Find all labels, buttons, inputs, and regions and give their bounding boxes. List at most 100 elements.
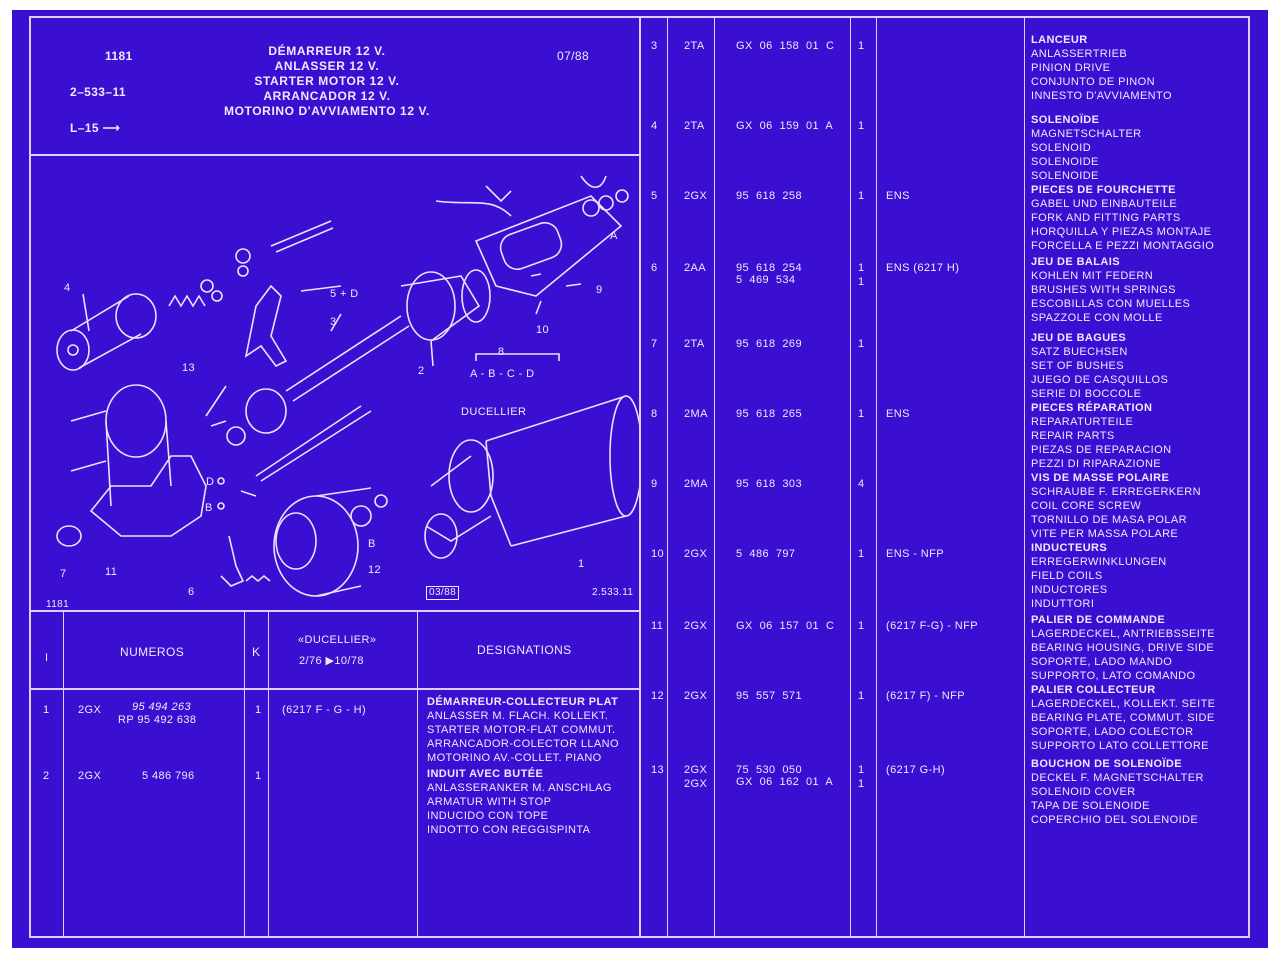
designation-fr: JEU DE BALAIS <box>1031 256 1120 268</box>
designation-it: COPERCHIO DEL SOLENOIDE <box>1031 813 1199 826</box>
title-en: STARTER MOTOR 12 V. <box>254 74 400 88</box>
designation-de: REPARATURTEILE <box>1031 415 1134 428</box>
designation-fr: PALIER COLLECTEUR <box>1031 684 1156 696</box>
row-index: 5 <box>651 190 658 202</box>
callout-7: 7 <box>60 568 67 580</box>
designation-it: SPAZZOLE CON MOLLE <box>1031 311 1163 324</box>
callout-2: 2 <box>418 365 425 377</box>
row-qty: 1 <box>858 40 865 52</box>
header-titles: DÉMARREUR 12 V. ANLASSER 12 V. STARTER M… <box>197 44 457 119</box>
designation-fr: JEU DE BAGUES <box>1031 332 1127 344</box>
row-number-1: GX 06 157 01 C <box>736 620 835 632</box>
designation-de: ANLASSERANKER M. ANSCHLAG <box>427 781 612 794</box>
row-code: 2TA <box>684 120 705 132</box>
callout-8: 8 <box>498 346 505 358</box>
field-frame-drawing <box>273 487 388 597</box>
designation-en: BEARING PLATE, COMMUT. SIDE <box>1031 711 1215 724</box>
row-qty: 1 <box>255 704 262 716</box>
designation-es: SOPORTE, LADO COLECTOR <box>1031 725 1194 738</box>
designation-en: BEARING HOUSING, DRIVE SIDE <box>1031 641 1215 654</box>
diagram-ref-corner: 2.533.11 <box>592 587 634 598</box>
designation-it: FORCELLA E PEZZI MONTAGGIO <box>1031 239 1215 252</box>
row-designation: DÉMARREUR-COLLECTEUR PLAT ANLASSER M. FL… <box>427 696 619 765</box>
designation-it: SERIE DI BOCCOLE <box>1031 387 1142 400</box>
designation-fr: INDUCTEURS <box>1031 542 1108 554</box>
designation-en: COIL CORE SCREW <box>1031 499 1142 512</box>
designation-fr: INDUIT AVEC BUTÉE <box>427 768 544 780</box>
designation-de: KOHLEN MIT FEDERN <box>1031 269 1154 282</box>
row-index: 11 <box>651 620 664 632</box>
th-model: «DUCELLIER» <box>298 634 377 646</box>
row-designation: INDUIT AVEC BUTÉE ANLASSERANKER M. ANSCH… <box>427 768 612 837</box>
designation-it: INDOTTO CON REGGISPINTA <box>427 823 591 836</box>
row-number-1: GX 06 158 01 C <box>736 40 835 52</box>
diagram-date-box: 03/88 <box>426 586 460 600</box>
row-code: 2GX <box>684 190 708 202</box>
designation-de: SATZ BUECHSEN <box>1031 345 1128 358</box>
designation-it: SUPPORTO LATO COLLETTORE <box>1031 739 1209 752</box>
th-index: I <box>45 652 49 664</box>
armature-drawing <box>285 269 491 402</box>
row-index: 9 <box>651 478 658 490</box>
title-it: MOTORINO D'AVVIAMENTO 12 V. <box>224 104 430 118</box>
row-code: 2TA <box>684 338 705 350</box>
th-designations: DESIGNATIONS <box>477 643 572 657</box>
outer-border-right <box>1248 16 1250 938</box>
row-code: 2TA <box>684 40 705 52</box>
row-code: 2GX <box>684 620 708 632</box>
row-qty: 1 <box>858 548 865 560</box>
row-number-1: GX 06 159 01 A <box>736 120 834 132</box>
row-number-2: 5 469 534 <box>736 274 796 286</box>
row-model: (6217 G-H) <box>886 764 946 776</box>
designation-es: JUEGO DE CASQUILLOS <box>1031 373 1169 386</box>
designation-it: VITE PER MASSA POLARE <box>1031 527 1179 540</box>
designation-de: ANLASSER M. FLACH. KOLLEKT. <box>427 709 609 722</box>
callout-8-letters: A - B - C - D <box>470 368 535 380</box>
designation-en: STARTER MOTOR-FLAT COMMUT. <box>427 723 616 736</box>
exploded-view-diagram <box>56 175 639 597</box>
designation-es: INDUCTORES <box>1031 583 1108 596</box>
row-index: 3 <box>651 40 658 52</box>
callout-13: 13 <box>182 362 196 374</box>
row-model: (6217 F-G) - NFP <box>886 620 978 632</box>
row-qty: 4 <box>858 478 865 490</box>
designation-fr: VIS DE MASSE POLAIRE <box>1031 472 1170 484</box>
fork-drawing <box>244 284 288 368</box>
row-qty: 1 <box>858 690 865 702</box>
row-index: 8 <box>651 408 658 420</box>
designation-de: SCHRAUBE F. ERREGERKERN <box>1031 485 1201 498</box>
col-divider-r-qty <box>876 16 877 938</box>
designation-es: PIEZAS DE REPARACION <box>1031 443 1172 456</box>
row-code: 2MA <box>684 408 708 420</box>
th-model-range: 2/76 ▶10/78 <box>299 655 364 667</box>
row-code: 2GX <box>684 548 708 560</box>
row-qty: 1 <box>858 120 865 132</box>
designation-it: PEZZI DI RIPARAZIONE <box>1031 457 1162 470</box>
row-qty: 1 1 <box>858 262 865 288</box>
designation-en: BRUSHES WITH SPRINGS <box>1031 283 1176 296</box>
row-index: 2 <box>43 770 50 782</box>
designation-fr: PIECES RÉPARATION <box>1031 402 1153 414</box>
header-date: 07/88 <box>557 49 590 63</box>
callout-letter-a: A <box>610 230 618 242</box>
assembled-starter-drawing <box>424 395 639 559</box>
callout-12: 12 <box>368 564 382 576</box>
brush-holder-drawing <box>435 175 629 297</box>
col-divider-r-index <box>667 16 668 938</box>
designation-fr: PALIER DE COMMANDE <box>1031 614 1166 626</box>
table-header-divider <box>29 688 641 690</box>
row-number-2: GX 06 162 01 A <box>736 776 834 788</box>
designation-es: HORQUILLA Y PIEZAS MONTAJE <box>1031 225 1212 238</box>
row-index: 4 <box>651 120 658 132</box>
diagram-brand-label: DUCELLIER <box>461 406 527 418</box>
row-model: ENS - NFP <box>886 548 944 560</box>
designation-de: ANLASSERTRIEB <box>1031 47 1128 60</box>
row-number-1: 5 486 796 <box>142 770 195 782</box>
pinion-drawing <box>205 385 287 446</box>
header-level: L–15 ⟶ <box>70 121 121 135</box>
